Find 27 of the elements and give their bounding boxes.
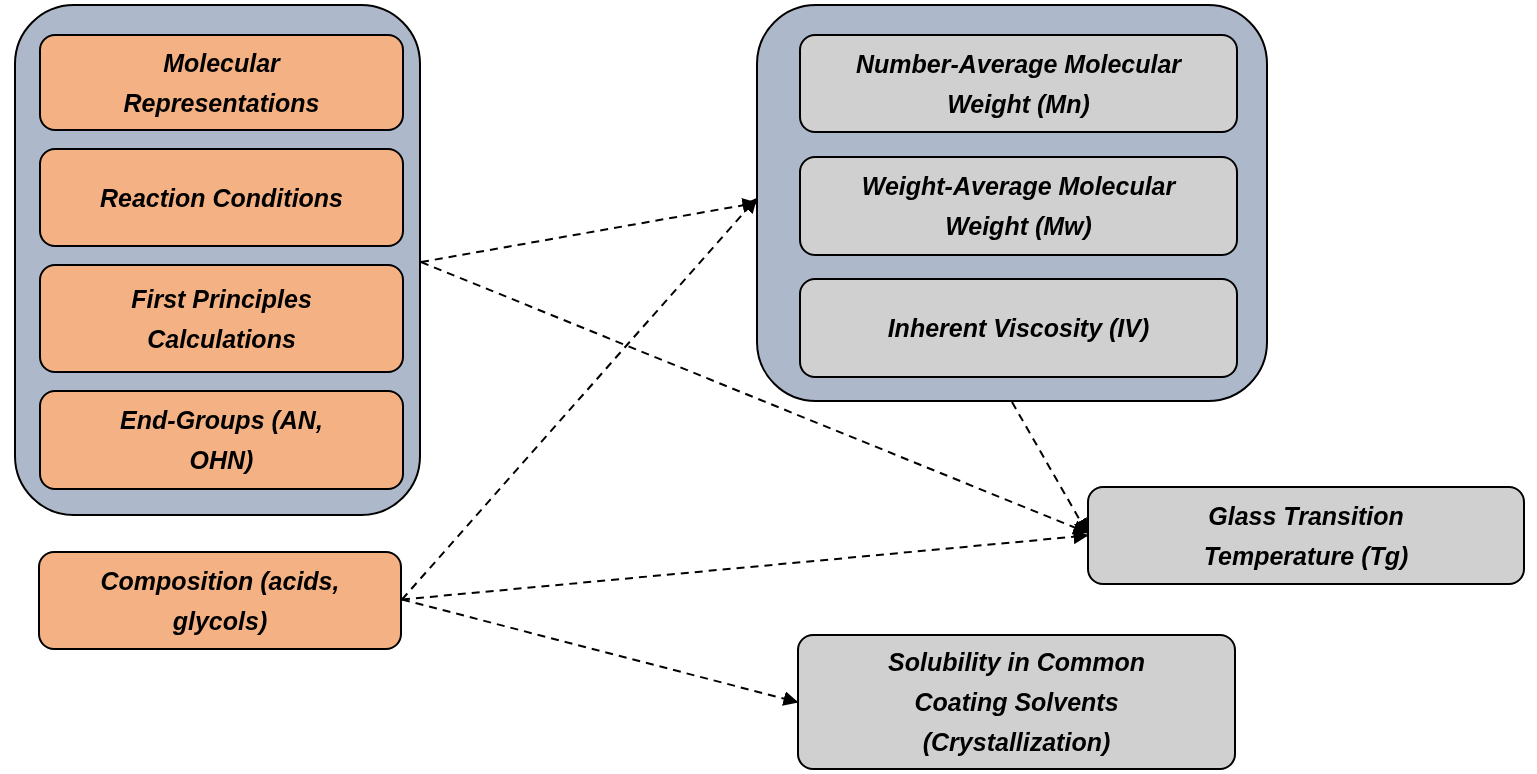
property-box (39, 264, 404, 373)
dashed-arrow (420, 261, 1089, 535)
property-box (39, 148, 404, 247)
dashed-arrow (1011, 401, 1088, 534)
box-label: Composition (acids, glycols) (99, 565, 341, 637)
dashed-arrow (401, 197, 757, 601)
box-label: End-Groups (AN, OHN) (119, 405, 324, 476)
group-panel (14, 4, 421, 516)
box-label: Number-Average Molecular Weight (Mn) (854, 48, 1183, 120)
property-box (38, 551, 402, 650)
box-label: Inherent Viscosity (IV) (887, 313, 1150, 344)
property-box (799, 156, 1238, 256)
box-label: Reaction Conditions (99, 182, 344, 214)
box-label: Molecular Representations (122, 47, 321, 119)
property-box (799, 278, 1238, 378)
property-box (797, 634, 1236, 770)
property-box (39, 34, 404, 131)
dashed-arrow (401, 529, 1089, 601)
property-box (1087, 486, 1525, 585)
group-panel (756, 4, 1268, 402)
box-label: Solubility in Common Coating Solvents (Crystallization) (887, 647, 1146, 758)
box-label: Glass Transition Temperature (Tg) (1202, 500, 1410, 572)
property-box (799, 34, 1238, 133)
property-box (39, 390, 404, 490)
box-label: First Principles Calculations (130, 283, 313, 355)
box-label: Weight-Average Molecular Weight (Mw) (860, 171, 1178, 242)
dashed-arrow (401, 598, 799, 706)
